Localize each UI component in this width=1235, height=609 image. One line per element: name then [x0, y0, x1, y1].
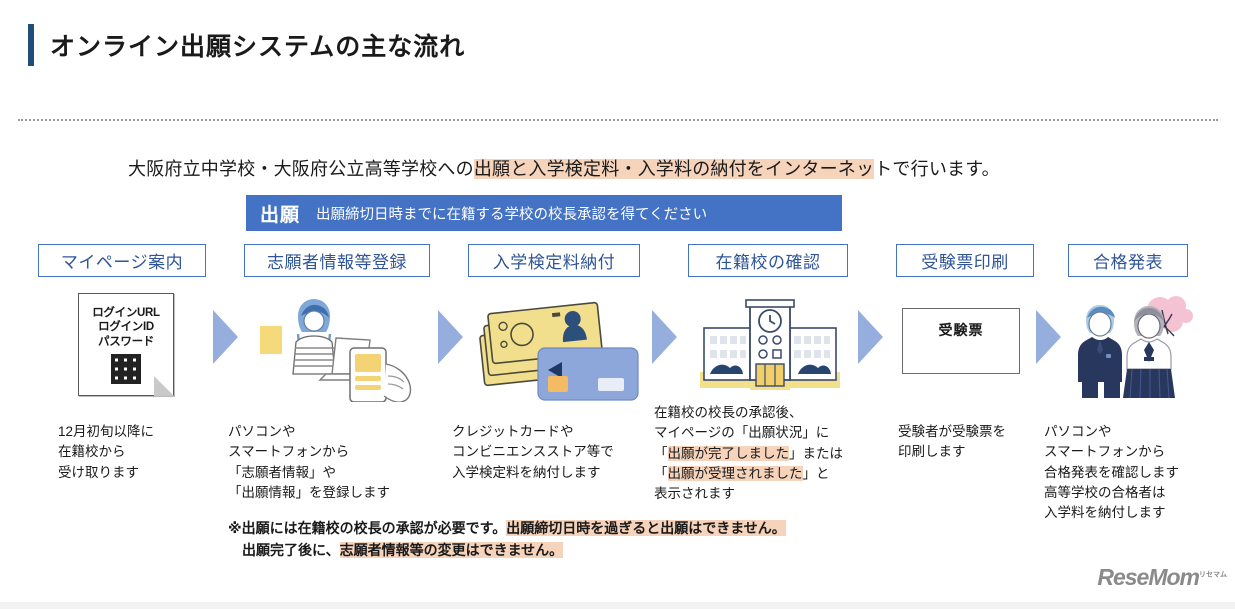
qr-code-icon	[111, 354, 141, 385]
quote-open: 「	[654, 465, 668, 481]
quote-open: 「	[654, 445, 668, 461]
page-fold-corner	[154, 376, 174, 396]
footnote: ※出願には在籍校の校長の承認が必要です。出願締切日時を過ぎると出願はできません。…	[228, 518, 786, 561]
caption-step-3: クレジットカードや コンビニエンスストア等で 入学検定料を納付します	[452, 422, 614, 483]
step-header-exam-fee[interactable]: 入学検定料納付	[468, 244, 640, 277]
caption-line: パソコンや	[1044, 424, 1112, 439]
caption-line: 「出願が完了しました」または	[654, 444, 843, 464]
page-title: オンライン出願システムの主な流れ	[50, 33, 466, 61]
caption-line: 在籍校の校長の承認後、	[654, 405, 803, 420]
arrow-step3-to-step4	[652, 310, 677, 364]
caption-line: 在籍校から	[58, 444, 126, 460]
subtitle: 大阪府立中学校・大阪府公立高等学校への出願と入学検定料・入学料の納付をインターネ…	[128, 155, 1000, 181]
page-header: オンライン出願システムの主な流れ	[28, 22, 1235, 68]
footer-rule	[0, 602, 1235, 609]
header-divider	[18, 119, 1218, 121]
watermark-text: ReseMom	[1097, 564, 1200, 590]
footnote-line1-highlight: 出願締切日時を過ぎると出願はできません。	[506, 520, 786, 536]
caption-line: 12月初旬以降に	[58, 424, 155, 439]
caption-step-1: 12月初旬以降に 在籍校から 受け取ります	[58, 422, 154, 483]
caption-line: クレジットカードや	[452, 424, 574, 439]
subtitle-highlight: 出願と入学検定料・入学料の納付をインターネッ	[473, 159, 875, 179]
cash-credit-card-illustration	[470, 294, 642, 407]
exam-ticket-box: 受験票	[902, 308, 1020, 374]
subtitle-plain-before: 大阪府立中学校・大阪府公立高等学校への	[128, 159, 474, 179]
doc-line-id: ログインID	[98, 321, 154, 334]
caption-line: 印刷します	[898, 444, 966, 460]
exam-ticket-label: 受験票	[938, 322, 984, 338]
step-header-row: マイページ案内 志願者情報等登録 入学検定料納付 在籍校の確認 受験票印刷 合格…	[0, 244, 1235, 284]
caption-line: スマートフォンから	[1044, 444, 1166, 460]
footnote-line2-plain: 出願完了後に、	[242, 541, 340, 558]
step-header-applicant-info[interactable]: 志願者情報等登録	[244, 244, 430, 277]
step-header-my-page[interactable]: マイページ案内	[38, 244, 206, 277]
laptop-smartphone-illustration	[258, 290, 434, 407]
band-label: 出願	[260, 204, 301, 226]
caption-line: 高等学校の合格者は	[1044, 484, 1166, 500]
step-header-school-confirm[interactable]: 在籍校の確認	[688, 244, 848, 277]
caption-step-6: パソコンや スマートフォンから 合格発表を確認します 高等学校の合格者は 入学料…	[1044, 422, 1179, 523]
arrow-step5-to-step6	[1036, 310, 1061, 364]
caption-line: 「志願者情報」や	[228, 464, 336, 480]
caption-line: パソコンや	[228, 424, 296, 439]
application-period-band: 出願 出願締切日時までに在籍する学校の校長承認を得てください	[246, 195, 842, 231]
caption-line: マイページの「出願状況」に	[654, 425, 830, 441]
caption-step-2: パソコンや スマートフォンから 「志願者情報」や 「出願情報」を登録します	[228, 422, 390, 503]
caption-line: 受験者が受験票を	[898, 424, 1006, 439]
quote-close: 」または	[789, 445, 843, 461]
caption-highlight-completed: 出願が完了しました	[667, 445, 789, 461]
footnote-line1-plain: ※出願には在籍校の校長の承認が必要です。	[228, 520, 507, 536]
footnote-line2: 出願完了後に、志願者情報等の変更はできません。	[228, 540, 786, 562]
caption-step-5: 受験者が受験票を 印刷します	[898, 422, 1006, 463]
arrow-step2-to-step3	[438, 310, 463, 364]
arrow-step4-to-step5	[858, 310, 883, 364]
caption-line: 合格発表を確認します	[1044, 464, 1179, 480]
step-header-results[interactable]: 合格発表	[1068, 244, 1188, 277]
caption-line: スマートフォンから	[228, 444, 350, 460]
caption-line: 受け取ります	[58, 464, 139, 480]
school-building-icon	[694, 290, 846, 405]
caption-line: 「出願が受理されました」と	[654, 464, 843, 484]
caption-highlight-accepted: 出願が受理されました	[667, 465, 803, 481]
caption-line: 「出願情報」を登録します	[228, 484, 390, 500]
subtitle-plain-after: トで行います。	[874, 159, 1000, 179]
step-header-ticket-print[interactable]: 受験票印刷	[896, 244, 1034, 277]
watermark-ruby: リセマム	[1199, 571, 1227, 579]
caption-line: コンビニエンスストア等で	[452, 444, 614, 460]
title-accent-bar	[28, 24, 34, 66]
footnote-line2-highlight: 志願者情報等の変更はできません。	[339, 541, 564, 558]
caption-step-4: 在籍校の校長の承認後、 マイページの「出願状況」に 「出願が完了しました」または…	[654, 403, 843, 504]
resemom-watermark: ReseMomリセマム	[1097, 564, 1227, 591]
band-description: 出願締切日時までに在籍する学校の校長承認を得てください	[316, 206, 708, 223]
arrow-step1-to-step2	[213, 310, 238, 364]
doc-line-password: パスワード	[98, 335, 154, 348]
caption-line: 入学料を納付します	[1044, 505, 1166, 520]
caption-line: 入学検定料を納付します	[452, 464, 601, 480]
doc-line-url: ログインURL	[92, 307, 160, 319]
login-document-icon: ログインURL ログインID パスワード	[78, 293, 174, 396]
quote-close: 」と	[802, 465, 830, 481]
caption-line: 表示されます	[654, 486, 735, 501]
graduates-sakura-illustration	[1068, 288, 1198, 405]
